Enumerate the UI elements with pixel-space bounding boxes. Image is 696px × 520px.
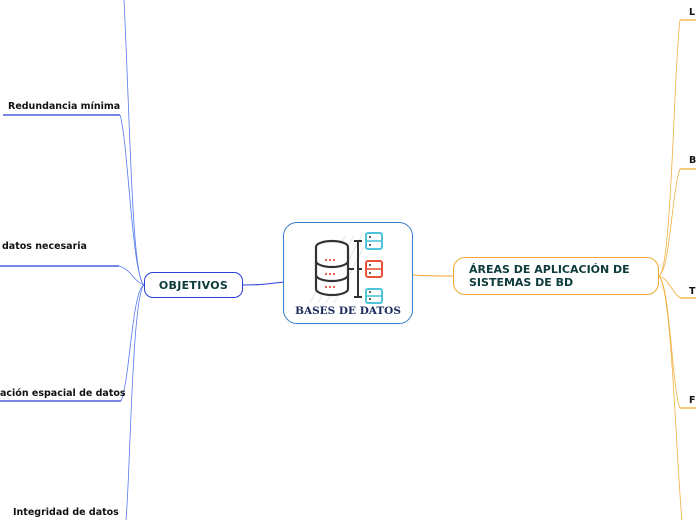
branch-node-objetivos[interactable]: OBJETIVOS — [144, 272, 243, 298]
connector-L — [658, 19, 681, 277]
connector-F — [658, 275, 681, 409]
leaf-right-B[interactable]: B — [689, 155, 696, 166]
branch-label-objetivos: OBJETIVOS — [158, 278, 229, 292]
central-topic-node[interactable]: BASES DE DATOS — [283, 222, 413, 324]
connector-bottom-offscreen — [658, 275, 683, 520]
branch-label-areas: ÁREAS DE APLICACIÓN DE SISTEMAS DE BD — [469, 263, 630, 289]
connector-redundancia — [119, 114, 145, 286]
leaf-redundancia-minima[interactable]: Redundancia mínima — [8, 101, 121, 112]
connector-central-objetivos — [242, 281, 285, 286]
leaf-right-L[interactable]: L — [689, 7, 696, 18]
central-topic-title: BASES DE DATOS — [295, 305, 401, 317]
right-connectors — [658, 19, 696, 520]
leaf-right-F[interactable]: F — [689, 395, 696, 406]
leaf-datos-necesaria[interactable]: datos necesaria — [2, 241, 87, 252]
left-connectors — [0, 0, 145, 520]
database-server-icon — [309, 232, 383, 304]
leaf-right-T[interactable]: T — [689, 286, 696, 297]
connector-ubicacion — [120, 284, 145, 402]
leaf-integridad-datos[interactable]: Integridad de datos — [13, 507, 119, 518]
connector-central-areas — [412, 274, 454, 277]
connector-T — [658, 275, 681, 299]
connector-B — [658, 168, 681, 277]
leaf-ubicacion-espacial[interactable]: ación espacial de datos — [0, 388, 126, 399]
branch-node-areas-aplicacion[interactable]: ÁREAS DE APLICACIÓN DE SISTEMAS DE BD — [453, 257, 659, 295]
connector-datos-necesaria — [118, 265, 145, 286]
connector-integridad — [125, 284, 145, 520]
